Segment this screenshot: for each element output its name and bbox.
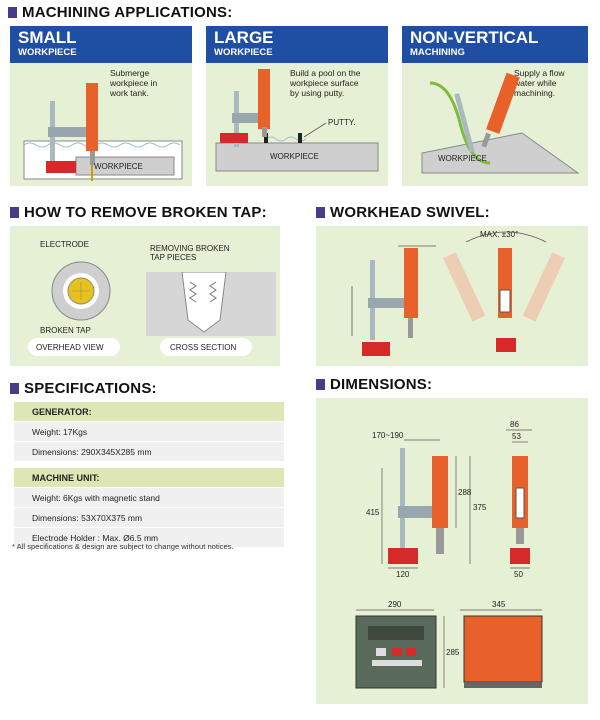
cross-section-icon [146, 272, 276, 336]
workpiece-label: WORKPIECE [438, 154, 487, 163]
dim-50-label: 50 [514, 570, 523, 579]
dim-375-label: 375 [473, 503, 487, 512]
broken-tap-title: HOW TO REMOVE BROKEN TAP: [10, 204, 267, 221]
dimensions-title: DIMENSIONS: [316, 376, 432, 393]
spec-row: Electrode Holder : Max. Ø6.5 mm [14, 528, 284, 548]
workpiece-label: WORKPIECE [270, 152, 319, 161]
swivel-title: WORKHEAD SWIVEL: [316, 204, 490, 221]
large-workpiece-illustration [215, 69, 379, 172]
dim-288-label: 288 [458, 488, 472, 497]
overhead-view-pill [28, 338, 120, 356]
card-subtitle: WORKPIECE [18, 47, 77, 58]
workpiece-label: WORKPIECE [94, 162, 143, 171]
card-header: LARGE WORKPIECE [206, 26, 388, 63]
section-bullet-icon [8, 7, 17, 18]
spec-row: Weight: 6Kgs with magnetic stand [14, 488, 284, 508]
spec-row: Weight: 17Kgs [14, 422, 284, 442]
card-subtitle: MACHINING [410, 47, 465, 58]
swivel-panel: MAX. ±30° [316, 226, 588, 366]
card-large-workpiece: LARGE WORKPIECE Build a pool on the work… [206, 26, 388, 186]
card-title: LARGE [214, 28, 274, 47]
removing-label: REMOVING BROKEN TAP PIECES [150, 244, 230, 262]
cross-section-pill [160, 338, 252, 356]
dim-53-label: 53 [512, 432, 521, 441]
card-header: NON-VERTICAL MACHINING [402, 26, 588, 63]
generator-header: GENERATOR: [14, 402, 284, 422]
max-angle-label: MAX. ±30° [480, 230, 519, 239]
spec-row: Dimensions: 53X70X375 mm [14, 508, 284, 528]
non-vertical-illustration [421, 72, 580, 174]
card-description: Build a pool on the workpiece surface by… [290, 68, 361, 98]
broken-tap-panel: ELECTRODE BROKEN TAP REMOVING BROKEN TAP… [10, 226, 280, 366]
section-bullet-icon [10, 383, 19, 394]
machine-table: MACHINE UNIT: Weight: 6Kgs with magnetic… [14, 468, 284, 548]
generator-table: GENERATOR: Weight: 17Kgs Dimensions: 290… [14, 402, 284, 462]
card-title: SMALL [18, 28, 77, 47]
dim-120-label: 120 [396, 570, 410, 579]
overhead-view-icon [51, 261, 111, 321]
dim-86-label: 86 [510, 420, 519, 429]
small-workpiece-illustration [23, 83, 183, 181]
spec-row: Dimensions: 290X345X285 mm [14, 442, 284, 462]
card-description: Submerge workpiece in work tank. [110, 68, 158, 98]
machining-title: MACHINING APPLICATIONS: [8, 4, 232, 21]
specs-footnote: * All specifications & design are subjec… [12, 542, 234, 551]
broken-tap-label: BROKEN TAP [40, 326, 91, 335]
dim-285-label: 285 [446, 648, 460, 657]
card-subtitle: WORKPIECE [214, 47, 273, 58]
specs-title: SPECIFICATIONS: [10, 380, 157, 397]
card-header: SMALL WORKPIECE [10, 26, 192, 63]
section-bullet-icon [316, 207, 325, 218]
swivel-illustration [351, 231, 566, 356]
dimensions-illustration [355, 429, 543, 689]
dim-345-label: 345 [492, 600, 506, 609]
dimensions-panel: 170~190 86 53 415 288 375 120 50 290 345… [316, 398, 588, 704]
section-bullet-icon [316, 379, 325, 390]
electrode-label: ELECTRODE [40, 240, 89, 249]
dim-170-190-label: 170~190 [372, 431, 404, 440]
machine-header: MACHINE UNIT: [14, 468, 284, 488]
putty-label: PUTTY. [328, 118, 356, 127]
section-bullet-icon [10, 207, 19, 218]
cross-section-label: CROSS SECTION [170, 343, 237, 352]
overhead-view-label: OVERHEAD VIEW [36, 343, 104, 352]
card-title: NON-VERTICAL [410, 28, 539, 47]
dim-415-label: 415 [366, 508, 380, 517]
card-description: Supply a flow water while machining. [514, 68, 565, 98]
dim-290-label: 290 [388, 600, 402, 609]
card-non-vertical: NON-VERTICAL MACHINING Supply a flow wat… [402, 26, 588, 186]
card-small-workpiece: SMALL WORKPIECE Submerge workpiece in wo… [10, 26, 192, 186]
